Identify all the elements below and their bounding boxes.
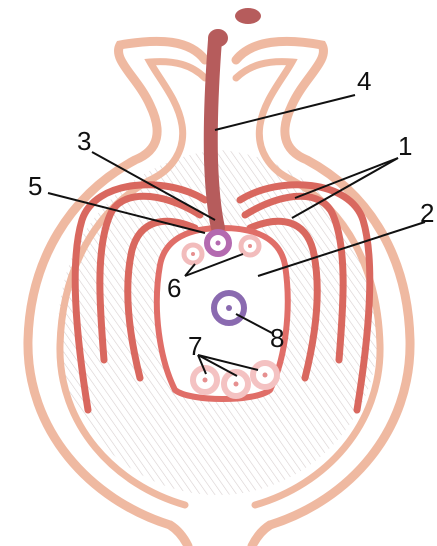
pollen-tube-top bbox=[208, 29, 228, 47]
label-1: 1 bbox=[398, 131, 412, 161]
label-5: 5 bbox=[28, 171, 42, 201]
pollen-tube bbox=[211, 40, 218, 228]
funiculus-left bbox=[170, 525, 188, 546]
label-7: 7 bbox=[188, 331, 202, 361]
label-3: 3 bbox=[77, 126, 91, 156]
label-4: 4 bbox=[357, 66, 371, 96]
label-8: 8 bbox=[270, 323, 284, 353]
central-nucleus-core bbox=[226, 305, 232, 311]
synergid-right-nucleus bbox=[248, 244, 252, 248]
synergid-left-nucleus bbox=[191, 252, 195, 256]
antipodal-cell-2-nucleus bbox=[234, 382, 239, 387]
label-6: 6 bbox=[167, 273, 181, 303]
antipodal-cell-3-nucleus bbox=[263, 373, 268, 378]
pollen-tube-tip bbox=[235, 8, 261, 24]
antipodal-cell-1-nucleus bbox=[203, 378, 208, 383]
label-2: 2 bbox=[420, 198, 434, 228]
funiculus-right bbox=[252, 525, 270, 546]
egg-cell-nucleus bbox=[216, 241, 221, 246]
